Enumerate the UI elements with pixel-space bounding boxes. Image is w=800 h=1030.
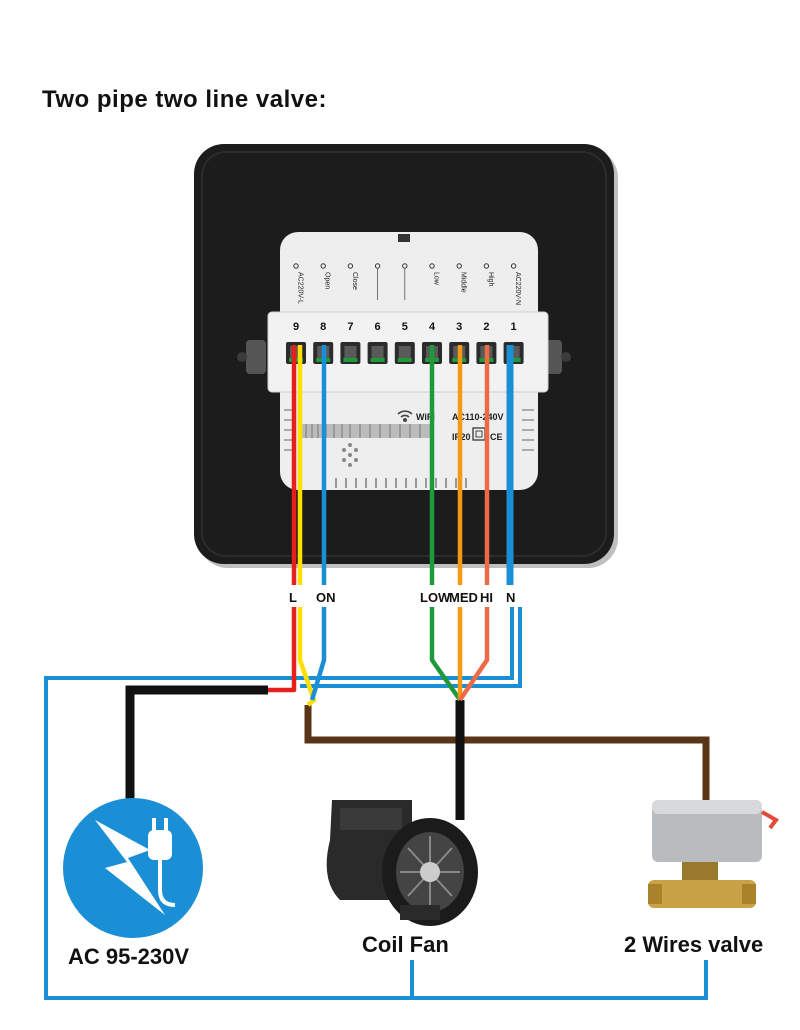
terminal-label: AC220V-L xyxy=(297,272,304,304)
valve-caption: 2 Wires valve xyxy=(624,932,764,957)
terminal-contact xyxy=(506,358,521,362)
neutral-wire-inner xyxy=(300,600,522,688)
terminal-number: 9 xyxy=(293,321,299,333)
terminal-number: 3 xyxy=(456,321,462,333)
terminal-screw xyxy=(507,346,520,358)
terminal-marker xyxy=(320,263,326,269)
terminal-7: Close 7 xyxy=(340,263,361,364)
wire-label-hi: HI xyxy=(480,590,493,605)
vent-slots xyxy=(335,478,467,488)
panel-highlight xyxy=(201,151,607,557)
wire-label-on: ON xyxy=(316,590,336,605)
thermostat-body: WiFi AC110-240V IP20 CE AC220V-L9Open8Cl… xyxy=(194,144,618,568)
terminal-number: 4 xyxy=(429,321,436,333)
terminal-contact xyxy=(343,358,358,362)
wire-label-med: MED xyxy=(449,590,478,605)
fan-caption: Coil Fan xyxy=(362,932,449,957)
screw-left xyxy=(237,352,247,362)
terminal-5: 5 xyxy=(394,263,415,364)
terminal-contact xyxy=(397,358,412,362)
valve-brown-wire xyxy=(304,705,710,800)
double-insulation-inner xyxy=(475,430,483,438)
voltage-label: AC110-240V xyxy=(452,412,504,422)
terminal-number: 5 xyxy=(402,321,408,333)
left-clip xyxy=(246,340,266,374)
neutral-loop xyxy=(44,600,708,1000)
wire-label-low: LOW xyxy=(420,590,451,605)
terminal-number: 7 xyxy=(347,321,353,333)
terminal-marker xyxy=(347,263,354,269)
terminal-screw xyxy=(371,346,384,358)
terminal-marker xyxy=(429,263,435,269)
terminal-marker xyxy=(374,263,381,269)
housing-notch xyxy=(398,234,410,242)
coil-fan-icon xyxy=(326,800,478,926)
terminal-screw xyxy=(398,346,411,358)
wire-yellow xyxy=(297,345,317,707)
two-wire-valve-icon xyxy=(648,800,779,908)
wire-salmon xyxy=(458,345,490,702)
wifi-icon xyxy=(397,410,413,422)
terminal-label: AC220V-N xyxy=(514,272,521,305)
power-l-wire xyxy=(125,685,268,800)
power-caption: AC 95-230V xyxy=(68,944,190,969)
terminal-label: Open xyxy=(324,272,331,289)
terminal-number: 1 xyxy=(511,321,517,333)
terminal-6: 6 xyxy=(367,263,388,364)
wire-label-l: L xyxy=(289,590,297,605)
neutral-wire-outer xyxy=(44,600,708,1000)
signal-wires xyxy=(268,345,514,707)
terminal-marker xyxy=(402,263,408,269)
terminal-marker xyxy=(293,263,299,269)
terminal-label: High xyxy=(487,272,494,287)
barcode-strip xyxy=(302,424,432,438)
wire-red xyxy=(268,345,297,693)
terminal-number: 6 xyxy=(375,321,381,333)
wire-green xyxy=(429,345,462,702)
terminal-label: Close xyxy=(351,272,358,290)
screw-right xyxy=(561,352,571,362)
ce-label: CE xyxy=(490,432,503,442)
terminal-number: 2 xyxy=(483,321,489,333)
speaker-holes xyxy=(342,443,358,467)
diagram-title: Two pipe two line valve: xyxy=(42,86,327,113)
terminal-marker xyxy=(483,263,490,269)
terminal-marker xyxy=(510,263,517,269)
terminal-marker xyxy=(456,263,462,269)
wire-label-bg xyxy=(280,585,530,607)
terminal-contact xyxy=(370,358,385,362)
wire-label-n: N xyxy=(506,590,515,605)
terminal-label: Low xyxy=(433,272,440,286)
wifi-label: WiFi xyxy=(416,412,435,422)
terminal-number: 8 xyxy=(320,321,326,333)
terminal-screw xyxy=(344,346,357,358)
wire-blue-on xyxy=(309,345,327,701)
power-plug-icon xyxy=(63,798,203,938)
terminal-label: Middle xyxy=(460,272,467,293)
